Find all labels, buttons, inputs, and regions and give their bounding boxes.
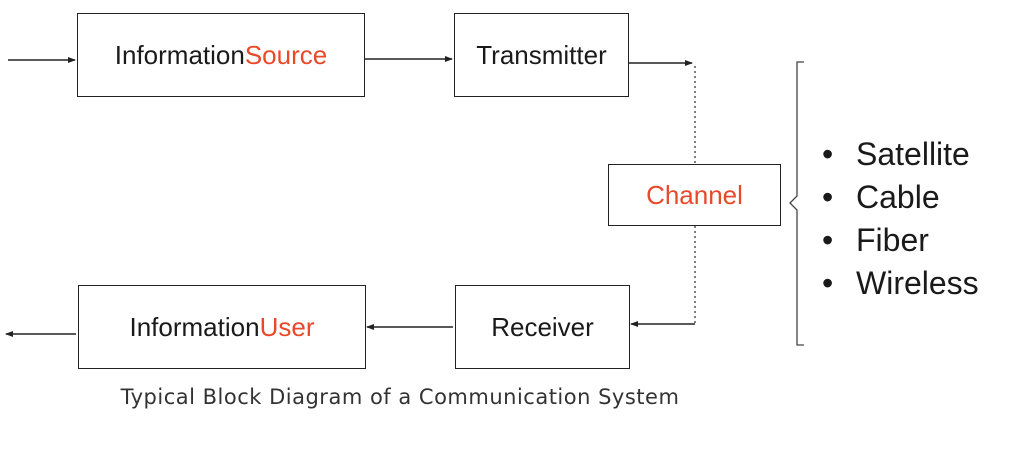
channel-type-cable: Cable: [856, 179, 940, 215]
channel-type-wireless: Wireless: [856, 265, 979, 301]
channel-type-fiber: Fiber: [856, 222, 929, 258]
diagram-caption: Typical Block Diagram of a Communication…: [120, 385, 680, 409]
list-item: • Wireless: [822, 262, 979, 305]
channel-block: Channel: [608, 164, 781, 226]
channel-types-list: • Satellite • Cable • Fiber • Wireless: [822, 133, 979, 305]
transmitter-block: Transmitter: [454, 13, 629, 97]
transmitter-label: Transmitter: [476, 39, 607, 70]
list-item: • Satellite: [822, 133, 979, 176]
bullet: •: [822, 136, 834, 172]
channel-type-satellite: Satellite: [856, 136, 970, 172]
receiver-label: Receiver: [491, 311, 594, 342]
list-item: • Cable: [822, 176, 979, 219]
information-user-block: Information User: [78, 285, 366, 369]
information-source-label: Information: [114, 39, 245, 70]
receiver-block: Receiver: [455, 285, 630, 369]
information-user-label: Information: [129, 311, 260, 342]
bullet: •: [822, 179, 834, 215]
information-user-highlight: User: [259, 311, 315, 342]
channel-label: Channel: [646, 179, 743, 210]
information-source-block: Information Source: [77, 13, 365, 97]
information-source-highlight: Source: [244, 39, 328, 70]
list-item: • Fiber: [822, 219, 979, 262]
bullet: •: [822, 222, 834, 258]
bullet: •: [822, 265, 834, 301]
channel-types-brace: [789, 61, 804, 346]
